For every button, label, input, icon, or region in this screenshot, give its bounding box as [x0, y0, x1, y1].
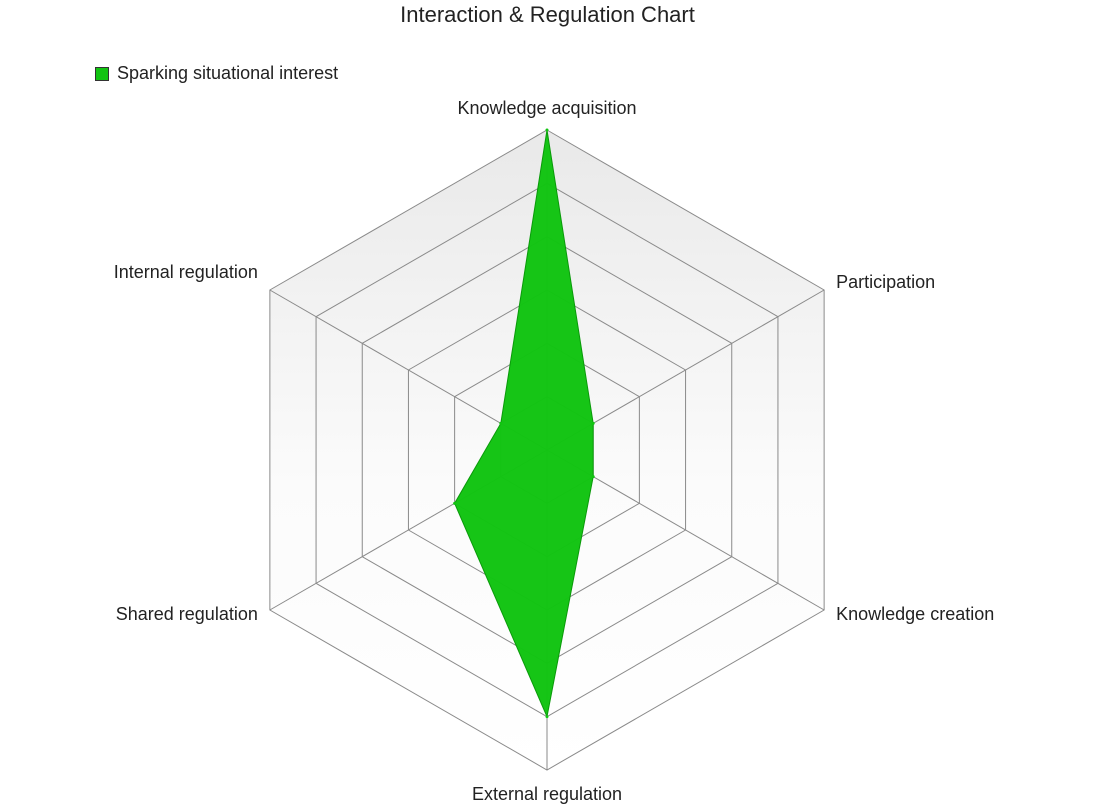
- axis-label: Internal regulation: [114, 262, 258, 282]
- data-point: [591, 421, 595, 425]
- legend: Sparking situational interest: [95, 63, 338, 84]
- data-point: [453, 501, 457, 505]
- chart-title: Interaction & Regulation Chart: [400, 2, 695, 27]
- data-point: [545, 715, 549, 719]
- data-point: [499, 421, 503, 425]
- legend-swatch: [95, 66, 109, 81]
- axis-label: Shared regulation: [116, 604, 258, 624]
- axis-label: Knowledge acquisition: [457, 98, 636, 118]
- axis-label: Participation: [836, 272, 935, 292]
- data-point: [545, 128, 549, 132]
- axis-label: External regulation: [472, 784, 622, 804]
- data-point: [591, 475, 595, 479]
- legend-label: Sparking situational interest: [117, 63, 339, 83]
- axis-label: Knowledge creation: [836, 604, 994, 624]
